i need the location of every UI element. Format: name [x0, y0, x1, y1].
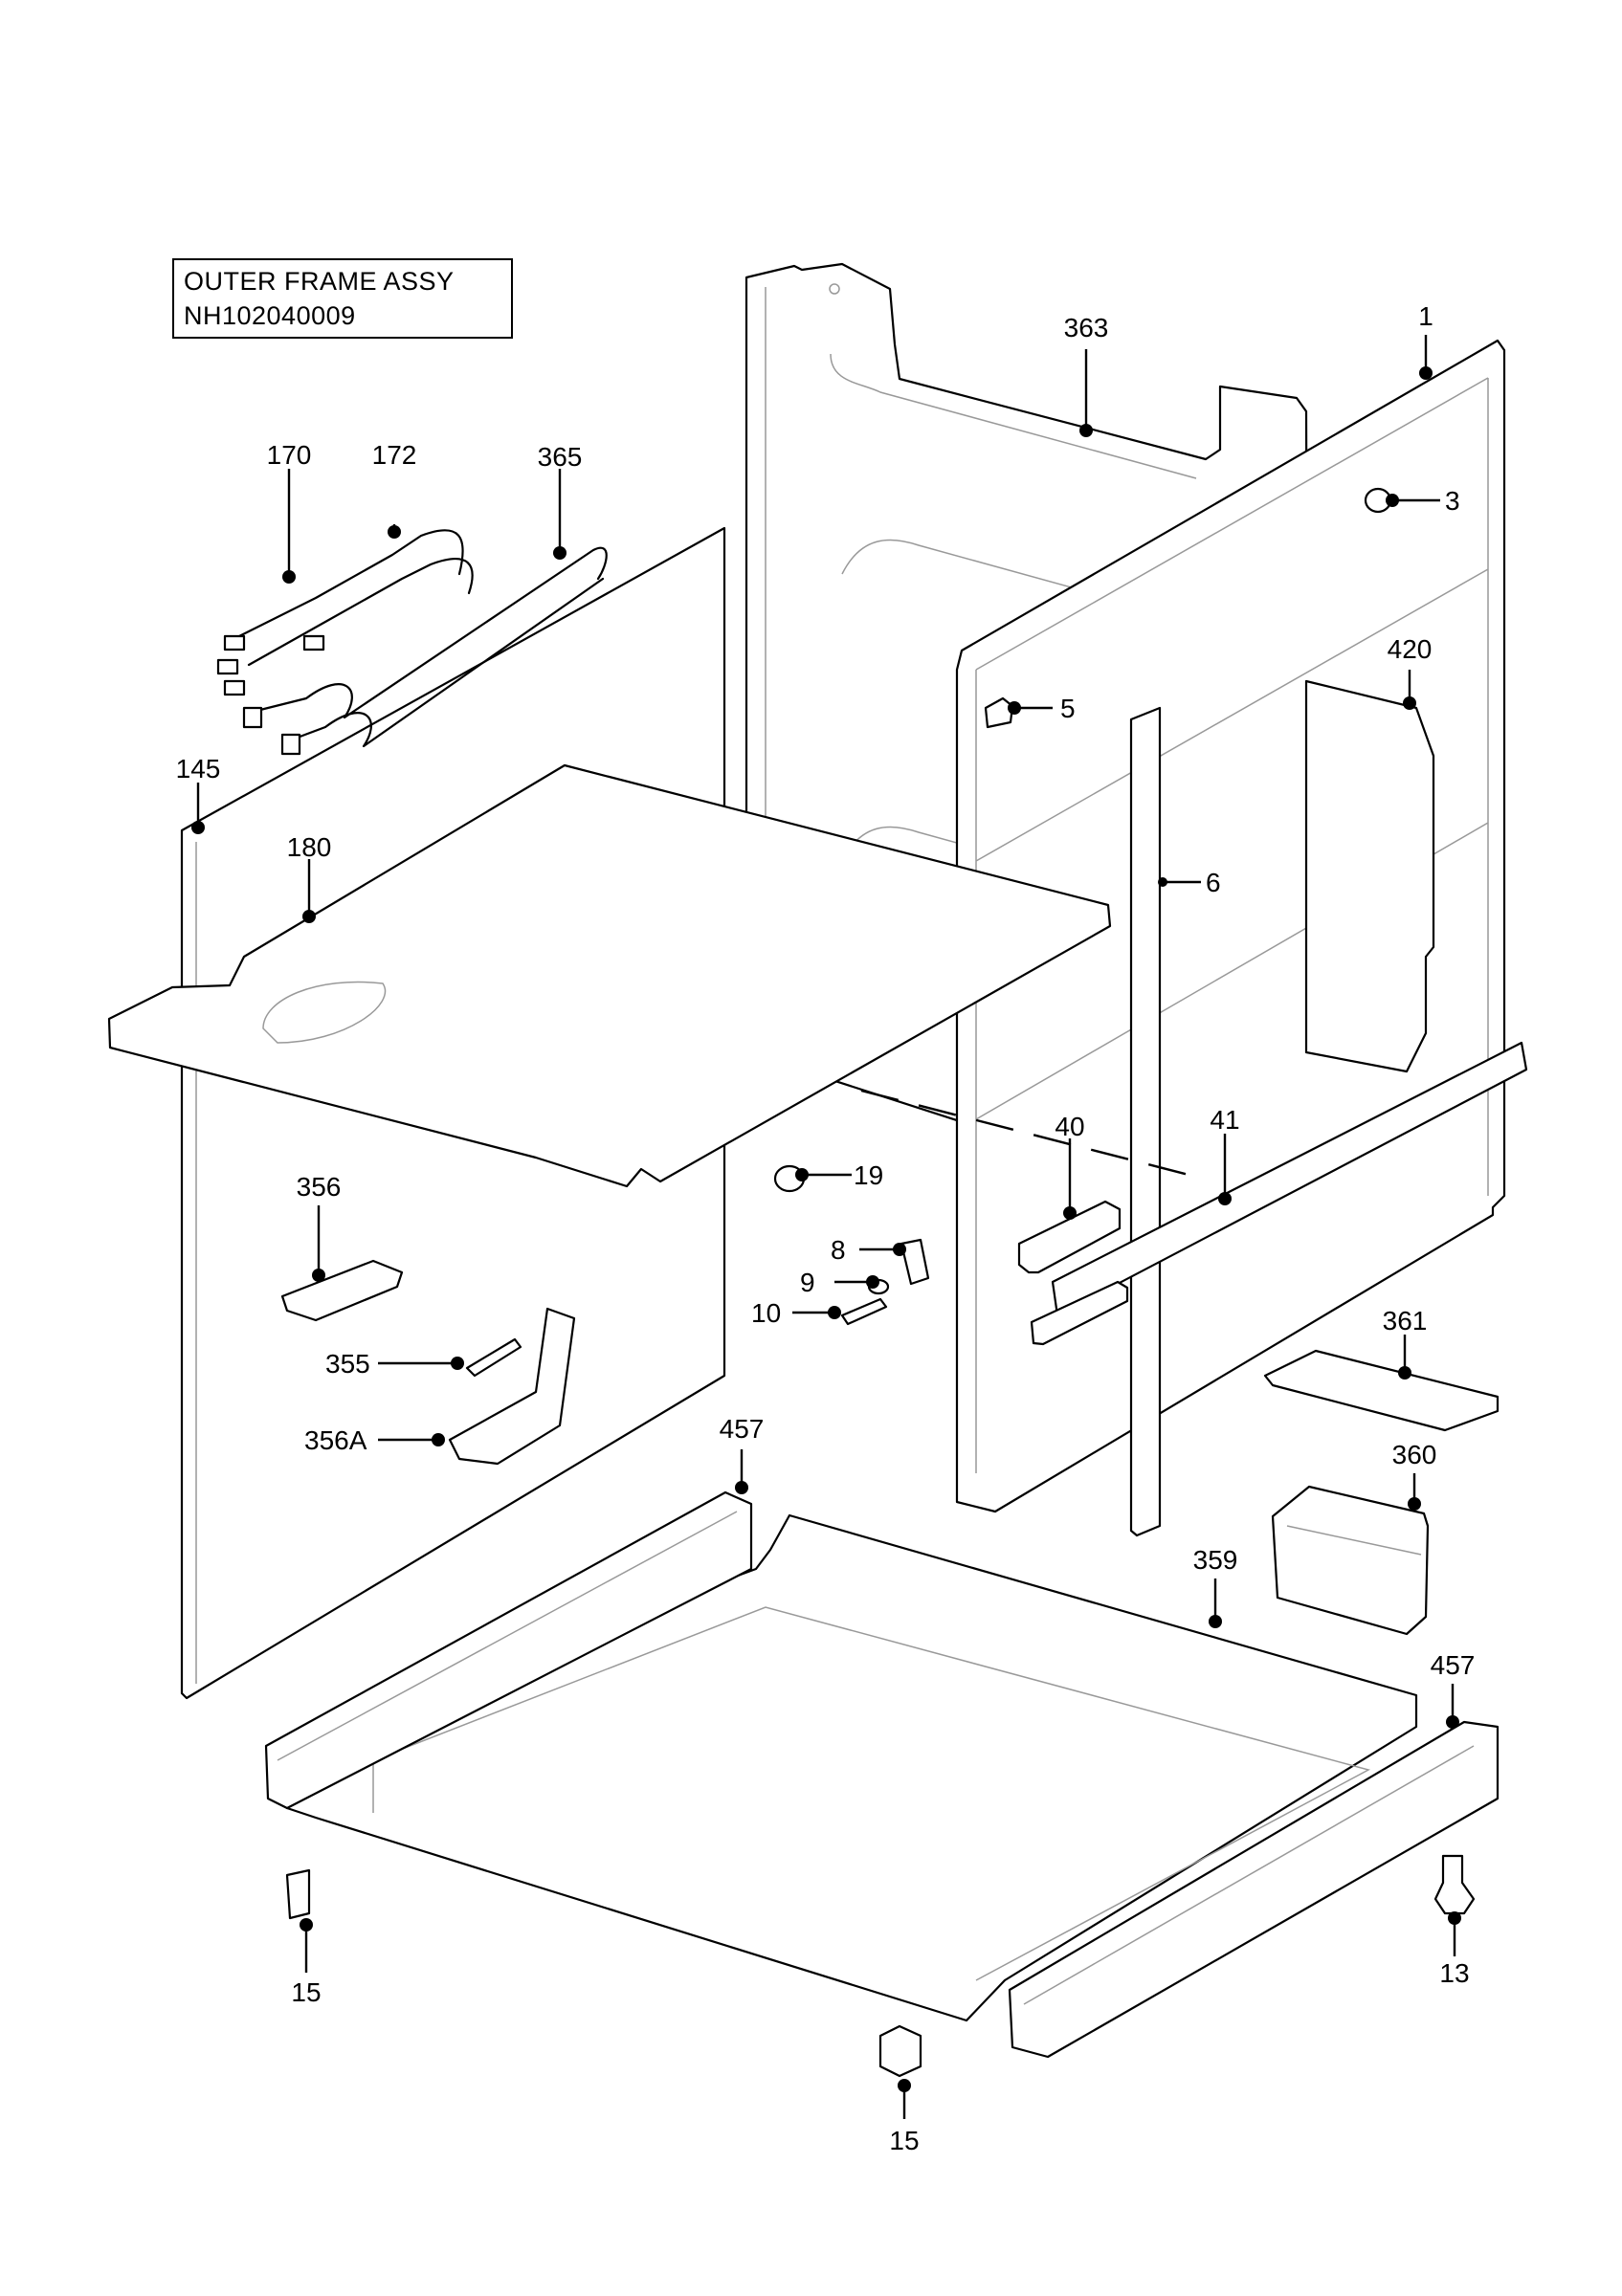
callout-356A: 356A — [304, 1425, 445, 1455]
callout-360: 360 — [1392, 1440, 1437, 1511]
callout-15b: 15 — [889, 2079, 920, 2155]
svg-text:356: 356 — [297, 1172, 342, 1202]
callout-10: 10 — [751, 1298, 841, 1328]
callout-6: 6 — [1158, 868, 1221, 897]
callout-457a: 457 — [720, 1414, 765, 1494]
callout-361: 361 — [1383, 1306, 1428, 1380]
svg-text:145: 145 — [176, 754, 221, 784]
callout-40: 40 — [1055, 1112, 1085, 1220]
callout-420: 420 — [1388, 634, 1433, 710]
shield-361 — [1263, 1349, 1500, 1432]
svg-text:170: 170 — [267, 440, 312, 470]
callout-5: 5 — [1008, 694, 1076, 723]
callout-180: 180 — [287, 832, 332, 923]
callout-13: 13 — [1439, 1911, 1470, 1988]
callout-15a: 15 — [291, 1918, 322, 2007]
callout-19: 19 — [795, 1160, 883, 1190]
wire-harness-170-172 — [216, 529, 474, 696]
svg-text:6: 6 — [1206, 868, 1221, 897]
left-rail-457 — [264, 1490, 753, 1810]
svg-text:355: 355 — [325, 1349, 370, 1379]
callout-365: 365 — [538, 442, 583, 560]
front-rail — [1008, 1720, 1500, 2059]
svg-text:420: 420 — [1388, 634, 1433, 664]
svg-text:3: 3 — [1445, 486, 1460, 516]
svg-text:360: 360 — [1392, 1440, 1437, 1469]
base-tray-359 — [285, 1513, 1418, 2022]
clip-5 — [984, 696, 1014, 729]
svg-text:8: 8 — [831, 1235, 846, 1265]
top-panel-180 — [107, 763, 1112, 1188]
callout-3: 3 — [1386, 486, 1460, 516]
callout-356: 356 — [297, 1172, 342, 1282]
svg-text:15: 15 — [889, 2126, 919, 2155]
leveling-foot-13 — [1433, 1854, 1476, 1915]
svg-text:180: 180 — [287, 832, 332, 862]
svg-text:13: 13 — [1439, 1958, 1469, 1988]
callout-355: 355 — [325, 1349, 464, 1379]
box-360 — [1271, 1485, 1430, 1636]
svg-text:5: 5 — [1060, 694, 1076, 723]
callout-145: 145 — [176, 754, 221, 834]
svg-text:365: 365 — [538, 442, 583, 472]
svg-text:41: 41 — [1210, 1105, 1239, 1135]
callout-1: 1 — [1418, 301, 1433, 380]
callout-457b: 457 — [1431, 1650, 1476, 1729]
assembly-title: OUTER FRAME ASSY — [184, 267, 455, 296]
foot-15a — [285, 1868, 311, 1920]
svg-text:172: 172 — [372, 440, 417, 470]
svg-text:1: 1 — [1418, 301, 1433, 331]
callout-172: 172 — [372, 440, 417, 539]
svg-text:10: 10 — [751, 1298, 781, 1328]
svg-text:361: 361 — [1383, 1306, 1428, 1336]
hinge-356A — [448, 1307, 576, 1466]
right-rail-41 — [1051, 1041, 1528, 1317]
svg-text:457: 457 — [720, 1414, 765, 1444]
callout-9: 9 — [800, 1268, 879, 1297]
svg-text:356A: 356A — [304, 1425, 367, 1455]
clip-8 — [900, 1238, 930, 1286]
rod-355 — [465, 1337, 522, 1378]
pin-10 — [840, 1297, 888, 1326]
svg-text:363: 363 — [1064, 313, 1109, 342]
callout-363: 363 — [1064, 313, 1109, 437]
bracket-40b — [1030, 1280, 1129, 1346]
callout-170: 170 — [267, 440, 312, 584]
svg-text:40: 40 — [1055, 1112, 1084, 1141]
callout-41: 41 — [1210, 1105, 1240, 1205]
callout-359: 359 — [1193, 1545, 1238, 1628]
title-box: OUTER FRAME ASSY NH102040009 — [172, 258, 513, 339]
svg-text:9: 9 — [800, 1268, 815, 1297]
part-number: NH102040009 — [184, 301, 356, 330]
insulation-420 — [1304, 679, 1435, 1073]
wire-harness-365 — [242, 546, 608, 756]
foot-15b — [878, 2024, 922, 2078]
svg-text:19: 19 — [854, 1160, 883, 1190]
bracket-40 — [1017, 1200, 1122, 1274]
callout-8: 8 — [831, 1235, 906, 1265]
svg-text:457: 457 — [1431, 1650, 1476, 1680]
svg-text:359: 359 — [1193, 1545, 1238, 1575]
bracket-356 — [280, 1259, 404, 1322]
vertical-rod-6 — [1129, 706, 1162, 1537]
svg-text:15: 15 — [291, 1977, 321, 2007]
